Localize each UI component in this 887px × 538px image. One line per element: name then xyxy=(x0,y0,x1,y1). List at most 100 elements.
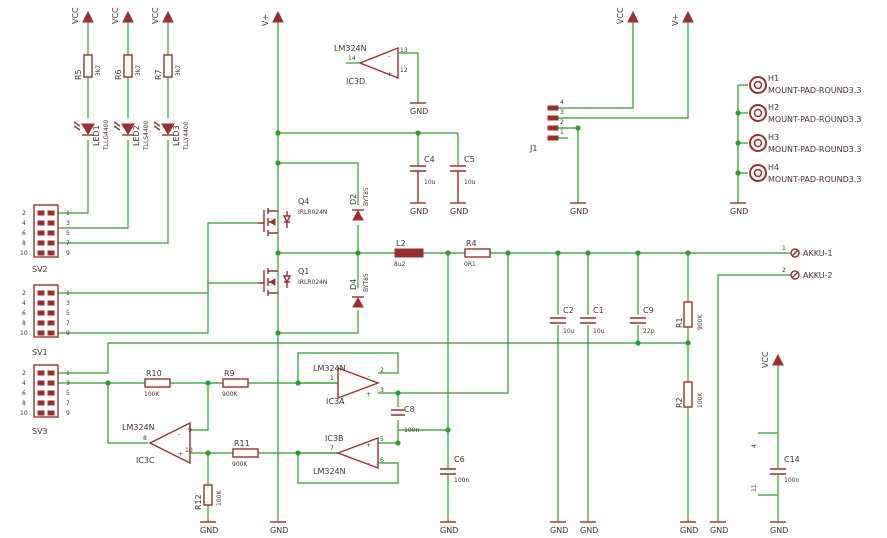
svg-text:+: + xyxy=(387,71,392,78)
svg-text:3: 3 xyxy=(66,300,70,307)
gnd-label-c2: GND xyxy=(550,526,568,535)
gnd-label-c14: GND xyxy=(770,526,788,535)
svg-text:2: 2 xyxy=(22,370,26,377)
capacitor-c1: C1 10u xyxy=(580,306,605,335)
svg-text:IC3C: IC3C xyxy=(136,456,155,465)
svg-text:V+: V+ xyxy=(261,14,270,26)
capacitor-c5: C5 10u xyxy=(450,155,476,203)
mount-pad-h1: H1 MOUNT-PAD-ROUND3.3 xyxy=(738,74,862,95)
terminal-akku-1: 1 AKKU-1 xyxy=(782,245,833,258)
vcc-supply-r6: VCC xyxy=(111,7,134,24)
svg-text:2: 2 xyxy=(380,367,384,374)
svg-text:6: 6 xyxy=(22,390,26,397)
svg-text:9: 9 xyxy=(188,427,192,434)
mount-pad-h4: H4 MOUNT-PAD-ROUND3.3 xyxy=(738,163,862,184)
svg-text:LED3: LED3 xyxy=(172,125,181,146)
vplus-supply-main: V+ xyxy=(261,10,284,26)
svg-text:2: 2 xyxy=(782,267,786,274)
opamp-ic3a: - + 2 3 1 LM324N IC3A xyxy=(313,364,384,406)
capacitor-c4: C4 10u xyxy=(410,155,436,203)
svg-text:4: 4 xyxy=(22,220,26,227)
svg-text:J1: J1 xyxy=(529,144,537,153)
svg-text:LM324N: LM324N xyxy=(313,467,346,476)
gnd-label-c4: GND xyxy=(410,207,428,216)
svg-text:900K: 900K xyxy=(697,314,704,330)
svg-text:MOUNT-PAD-ROUND3.3: MOUNT-PAD-ROUND3.3 xyxy=(768,175,862,184)
svg-text:R4: R4 xyxy=(466,239,477,248)
gnd-symbols: GND GND GND GND GND GND GND GND GND GND … xyxy=(200,102,788,535)
svg-text:IC3D: IC3D xyxy=(346,77,365,86)
svg-text:SV2: SV2 xyxy=(32,265,48,274)
svg-text:9: 9 xyxy=(66,250,70,257)
wires xyxy=(58,22,800,522)
resistor-r11: R11 900K xyxy=(232,439,259,468)
svg-text:BYT85: BYT85 xyxy=(363,187,370,206)
svg-text:8u2: 8u2 xyxy=(394,261,406,268)
svg-text:12: 12 xyxy=(400,67,408,74)
gnd-label-akku2: GND xyxy=(710,526,728,535)
svg-text:R7: R7 xyxy=(154,69,163,80)
svg-text:6: 6 xyxy=(380,457,384,464)
svg-text:1: 1 xyxy=(66,370,70,377)
svg-text:SV3: SV3 xyxy=(32,427,48,436)
resistor-r1: R1 900K xyxy=(675,301,704,330)
svg-text:900K: 900K xyxy=(232,461,248,468)
svg-text:1: 1 xyxy=(782,245,786,252)
svg-text:H4: H4 xyxy=(768,163,779,172)
gnd-label-j1: GND xyxy=(570,207,588,216)
gnd-label-c5: GND xyxy=(450,207,468,216)
capacitor-c2: C2 10u xyxy=(550,306,575,335)
svg-text:V+: V+ xyxy=(671,14,680,26)
svg-text:BYT85: BYT85 xyxy=(363,273,370,292)
svg-text:-: - xyxy=(178,431,180,438)
mosfet-q1: Q1 IRLR024N xyxy=(258,267,327,296)
svg-text:10u: 10u xyxy=(464,179,476,186)
svg-text:3: 3 xyxy=(560,109,564,116)
svg-text:-: - xyxy=(368,373,370,380)
svg-text:6: 6 xyxy=(22,230,26,237)
resistor-r5: R5 3k7 xyxy=(74,54,102,80)
svg-text:7: 7 xyxy=(66,320,70,327)
svg-text:TLLY4400: TLLY4400 xyxy=(183,121,190,151)
svg-text:R12: R12 xyxy=(194,494,203,510)
svg-text:9: 9 xyxy=(66,410,70,417)
svg-text:LM324N: LM324N xyxy=(334,44,367,53)
svg-text:14: 14 xyxy=(348,55,356,62)
svg-text:C5: C5 xyxy=(464,155,475,164)
svg-text:R9: R9 xyxy=(224,369,235,378)
opamp-ic3c: - + 8 9 10 LM324N IC3C xyxy=(122,421,193,465)
svg-text:3: 3 xyxy=(380,387,384,394)
svg-text:VCC: VCC xyxy=(151,7,160,24)
svg-text:10: 10 xyxy=(185,447,193,454)
svg-text:L2: L2 xyxy=(396,239,406,248)
gnd-label-ic3d: GND xyxy=(410,107,428,116)
svg-text:LM324N: LM324N xyxy=(122,423,155,432)
vcc-supply-j1: VCC xyxy=(616,7,639,24)
svg-text:LED1: LED1 xyxy=(92,125,101,146)
opamp-ic3d: - + 13 12 14 LM324N IC3D xyxy=(334,44,408,86)
svg-text:-: - xyxy=(368,460,370,467)
svg-text:IC3B: IC3B xyxy=(325,434,344,443)
svg-text:22p: 22p xyxy=(643,328,655,335)
svg-text:C6: C6 xyxy=(454,455,465,464)
svg-text:1: 1 xyxy=(330,375,334,382)
svg-text:MOUNT-PAD-ROUND3.3: MOUNT-PAD-ROUND3.3 xyxy=(768,86,862,95)
svg-text:1: 1 xyxy=(66,210,70,217)
svg-text:+: + xyxy=(366,442,371,449)
connector-sv1: 2 4 6 8 10 1 3 5 7 9 SV1 xyxy=(20,284,70,357)
svg-text:R11: R11 xyxy=(234,439,250,448)
gnd-label-mount: GND xyxy=(730,207,748,216)
svg-text:5: 5 xyxy=(66,310,70,317)
svg-text:C9: C9 xyxy=(643,306,654,315)
capacitor-c14: C14 100n 4 11 xyxy=(751,444,800,492)
gnd-label-r2: GND xyxy=(680,526,698,535)
svg-text:IRLR024N: IRLR024N xyxy=(298,209,327,216)
svg-text:100K: 100K xyxy=(697,392,704,408)
svg-text:10u: 10u xyxy=(593,328,605,335)
resistor-r4: R4 0R1 xyxy=(464,239,491,268)
svg-text:Q1: Q1 xyxy=(298,267,309,276)
svg-text:2: 2 xyxy=(22,210,26,217)
vcc-supply-c14: VCC xyxy=(761,351,784,368)
capacitor-c8: C8 100n xyxy=(391,405,419,434)
svg-text:10: 10 xyxy=(20,250,28,257)
